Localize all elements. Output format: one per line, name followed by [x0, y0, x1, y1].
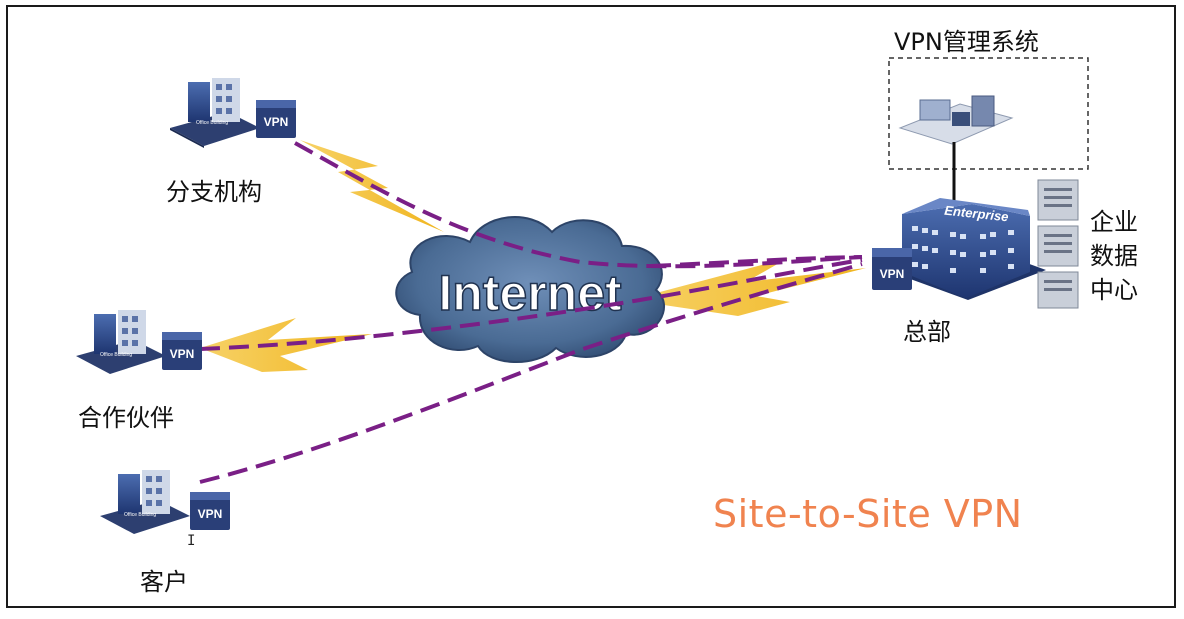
svg-text:Office Building: Office Building — [100, 352, 132, 358]
vpn-management-box — [888, 57, 1089, 170]
svg-text:VPN: VPN — [170, 347, 195, 361]
datacenter-label-line-2: 数据 — [1090, 242, 1138, 270]
customer-vpn-device: VPN — [190, 492, 230, 530]
customer-label: 客户 — [140, 568, 188, 596]
lightning-partner — [200, 318, 372, 372]
svg-text:VPN: VPN — [880, 267, 905, 281]
svg-text:VPN: VPN — [198, 507, 223, 521]
tunnel-customer — [199, 262, 863, 484]
vpn-tunnels — [199, 141, 863, 484]
datacenter-label-line-1: 企业 — [1090, 208, 1138, 236]
partner-office-building: Office Building — [76, 310, 166, 374]
tunnel-branch — [294, 141, 863, 269]
internet-label: Internet — [438, 265, 622, 321]
vpn-management-server-icon — [898, 95, 1014, 145]
text-cursor-icon: I — [187, 533, 196, 549]
svg-text:Office Building: Office Building — [124, 512, 156, 518]
branch-label: 分支机构 — [166, 178, 262, 206]
svg-text:Enterprise: Enterprise — [944, 203, 1010, 225]
diagram-title: Site-to-Site VPN — [713, 492, 1023, 536]
hq-label: 总部 — [903, 318, 951, 346]
datacenter-label-line-3: 中心 — [1090, 276, 1138, 304]
branch-office-building: Office Building — [170, 78, 260, 148]
partner-vpn-device: VPN — [162, 332, 202, 370]
tunnel-partner — [199, 258, 863, 351]
customer-office-building: Office Building — [100, 470, 190, 534]
tunnel-branch-hq — [650, 255, 863, 268]
vpn-management-label: VPN管理系统 — [894, 28, 1039, 56]
svg-text:Office Building: Office Building — [196, 120, 228, 126]
hq-vpn-device: VPN — [872, 248, 912, 290]
hq-enterprise-building: Enterprise — [880, 198, 1046, 300]
datacenter-label: 企业 数据 中心 — [1090, 205, 1150, 307]
lightning-hq — [630, 258, 866, 316]
svg-text:VPN: VPN — [264, 115, 289, 129]
branch-vpn-device: VPN — [256, 100, 296, 138]
partner-label: 合作伙伴 — [78, 404, 174, 432]
datacenter-server-icon — [1037, 179, 1079, 309]
